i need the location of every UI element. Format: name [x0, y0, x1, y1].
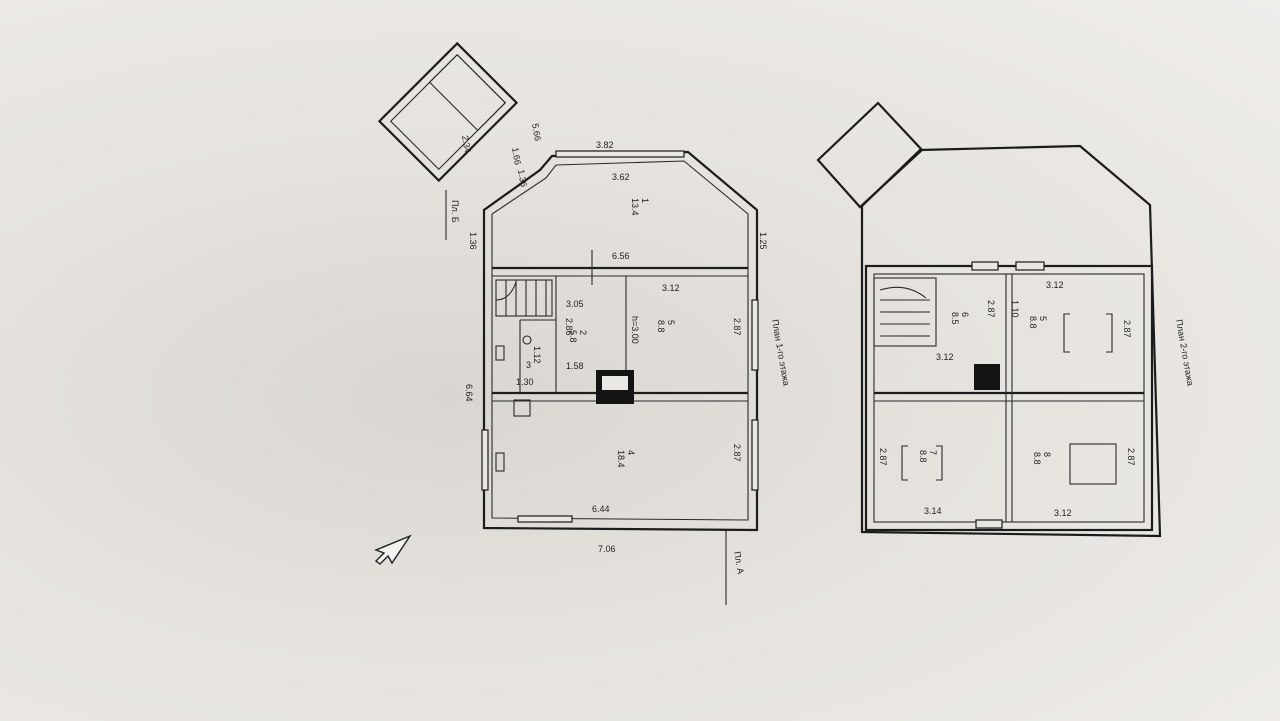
plan-1: 2.34 5.66 1.66 1.36 Пл. Б — [377, 41, 792, 605]
window-right-2 — [751, 419, 759, 491]
window-bottom — [517, 515, 573, 523]
p2-small-label-b: 1.10 — [1010, 300, 1020, 318]
mouse-cursor-icon — [374, 534, 412, 565]
p2-room-6-num: 6 — [960, 312, 970, 317]
p2-dim-r5-h: 2.87 — [1122, 320, 1132, 338]
p2-room-5-area: 8.8 — [1028, 316, 1038, 329]
dim-bottom-inner: 6.44 — [592, 504, 610, 514]
stairs-plan2 — [873, 277, 937, 347]
p2-dim-r8-h: 2.87 — [1126, 448, 1136, 466]
p2-room-6-area: 8.5 — [950, 312, 960, 325]
room-1-num: 1 — [640, 198, 650, 203]
plan2-outline — [860, 144, 1162, 538]
p2-room-5-label: 5 8.8 — [1028, 316, 1048, 329]
p2-room-7-area: 8.8 — [918, 450, 928, 463]
room-2-num: 2 — [578, 330, 588, 335]
dim-left-small: 1.36 — [468, 232, 478, 250]
porch-dim-c: 1.66 — [510, 147, 523, 166]
stairs-plan1 — [495, 279, 553, 317]
room-4-num: 4 — [626, 450, 636, 455]
p2-window-1 — [971, 261, 999, 271]
p2-dim-r5-top: 3.12 — [1046, 280, 1064, 290]
dim-r3-top: 3.12 — [662, 283, 680, 293]
chimney — [974, 364, 1000, 390]
room-5-area: 8.8 — [656, 320, 666, 333]
porch-dim-a: 2.34 — [460, 135, 473, 154]
window-left-3 — [481, 429, 489, 491]
room-5-num: 5 — [666, 320, 676, 325]
p2-room-8-label: 8 8.8 — [1032, 452, 1052, 465]
room-1-label: 1 13.4 — [630, 198, 650, 216]
porch-dim-d: 1.36 — [516, 169, 529, 188]
room-2-label: 2 5.8 — [568, 330, 588, 343]
bed-room-8 — [1069, 443, 1117, 485]
plan-2-title: План 2-го этажа — [1174, 319, 1196, 387]
plan-1-title: План 1-го этажа — [770, 319, 792, 387]
dim-middle-width: 6.56 — [612, 251, 630, 261]
p2-dim-bottom-left: 3.14 — [924, 506, 942, 516]
section-label-left: Пл. Б — [450, 200, 460, 223]
p2-room-8-area: 8.8 — [1032, 452, 1042, 465]
p2-small-label: 2.87 — [986, 300, 996, 318]
window-top — [555, 150, 685, 158]
dim-right-small: 1.25 — [758, 232, 768, 250]
plan-2: 3.12 3.12 2.87 2.87 2.87 3.14 3.12 2.87 … — [816, 101, 1196, 538]
room-1-area: 13.4 — [630, 198, 640, 216]
p2-room-7-num: 7 — [928, 450, 938, 455]
p2-room-8-num: 8 — [1042, 452, 1052, 457]
room-5-label: 5 8.8 — [656, 320, 676, 333]
dim-r4-height: 2.87 — [732, 444, 742, 462]
dim-r2-top: 3.05 — [566, 299, 584, 309]
plan2-floor — [864, 264, 1154, 532]
room-4-label: 4 18.4 — [616, 450, 636, 468]
section-label-bottom: Пл. А — [732, 551, 746, 575]
stove-opening — [602, 376, 628, 390]
plan1-outer-wall — [482, 150, 759, 532]
dim-bath-w: 1.58 — [566, 361, 584, 371]
room-3-num: 3 — [526, 360, 531, 370]
p2-room-6-label: 6 8.5 — [950, 312, 970, 325]
window-right-1 — [751, 299, 759, 371]
dim-top-inner: 3.62 — [612, 172, 630, 182]
p2-dim-hall-w: 3.12 — [936, 352, 954, 362]
sink-icon — [513, 399, 531, 417]
dim-top-outer: 3.82 — [596, 140, 614, 150]
p2-room-7-label: 7 8.8 — [918, 450, 938, 463]
dim-bottom-outer: 7.06 — [598, 544, 616, 554]
toilet-icon — [522, 335, 532, 345]
dim-bath-a: 1.12 — [532, 346, 542, 364]
p2-room-5-num: 5 — [1038, 316, 1048, 321]
dim-left-total: 6.64 — [464, 384, 474, 402]
room-2-area: 5.8 — [568, 330, 578, 343]
window-left-2 — [495, 452, 505, 472]
balcony — [816, 101, 924, 209]
p2-window-2 — [1015, 261, 1045, 271]
porch-dim-b: 5.66 — [530, 123, 543, 142]
p2-dim-r7-h: 2.87 — [878, 448, 888, 466]
window-left-1 — [495, 345, 505, 361]
dim-r2-height: 2.86 — [564, 318, 574, 336]
p2-window-3 — [975, 519, 1003, 529]
p2-dim-bottom-right: 3.12 — [1054, 508, 1072, 518]
bed-room-5 — [1063, 313, 1113, 353]
plan2-floor-inner — [873, 273, 1145, 523]
porch — [377, 41, 519, 183]
dim-r3-height: 2.87 — [732, 318, 742, 336]
plan1-inner-wall — [491, 160, 749, 521]
room-4-area: 18.4 — [616, 450, 626, 468]
stair-height-label: h=3.00 — [630, 316, 640, 344]
bed-room-7 — [901, 445, 943, 481]
dim-bath-b: 1.30 — [516, 377, 534, 387]
